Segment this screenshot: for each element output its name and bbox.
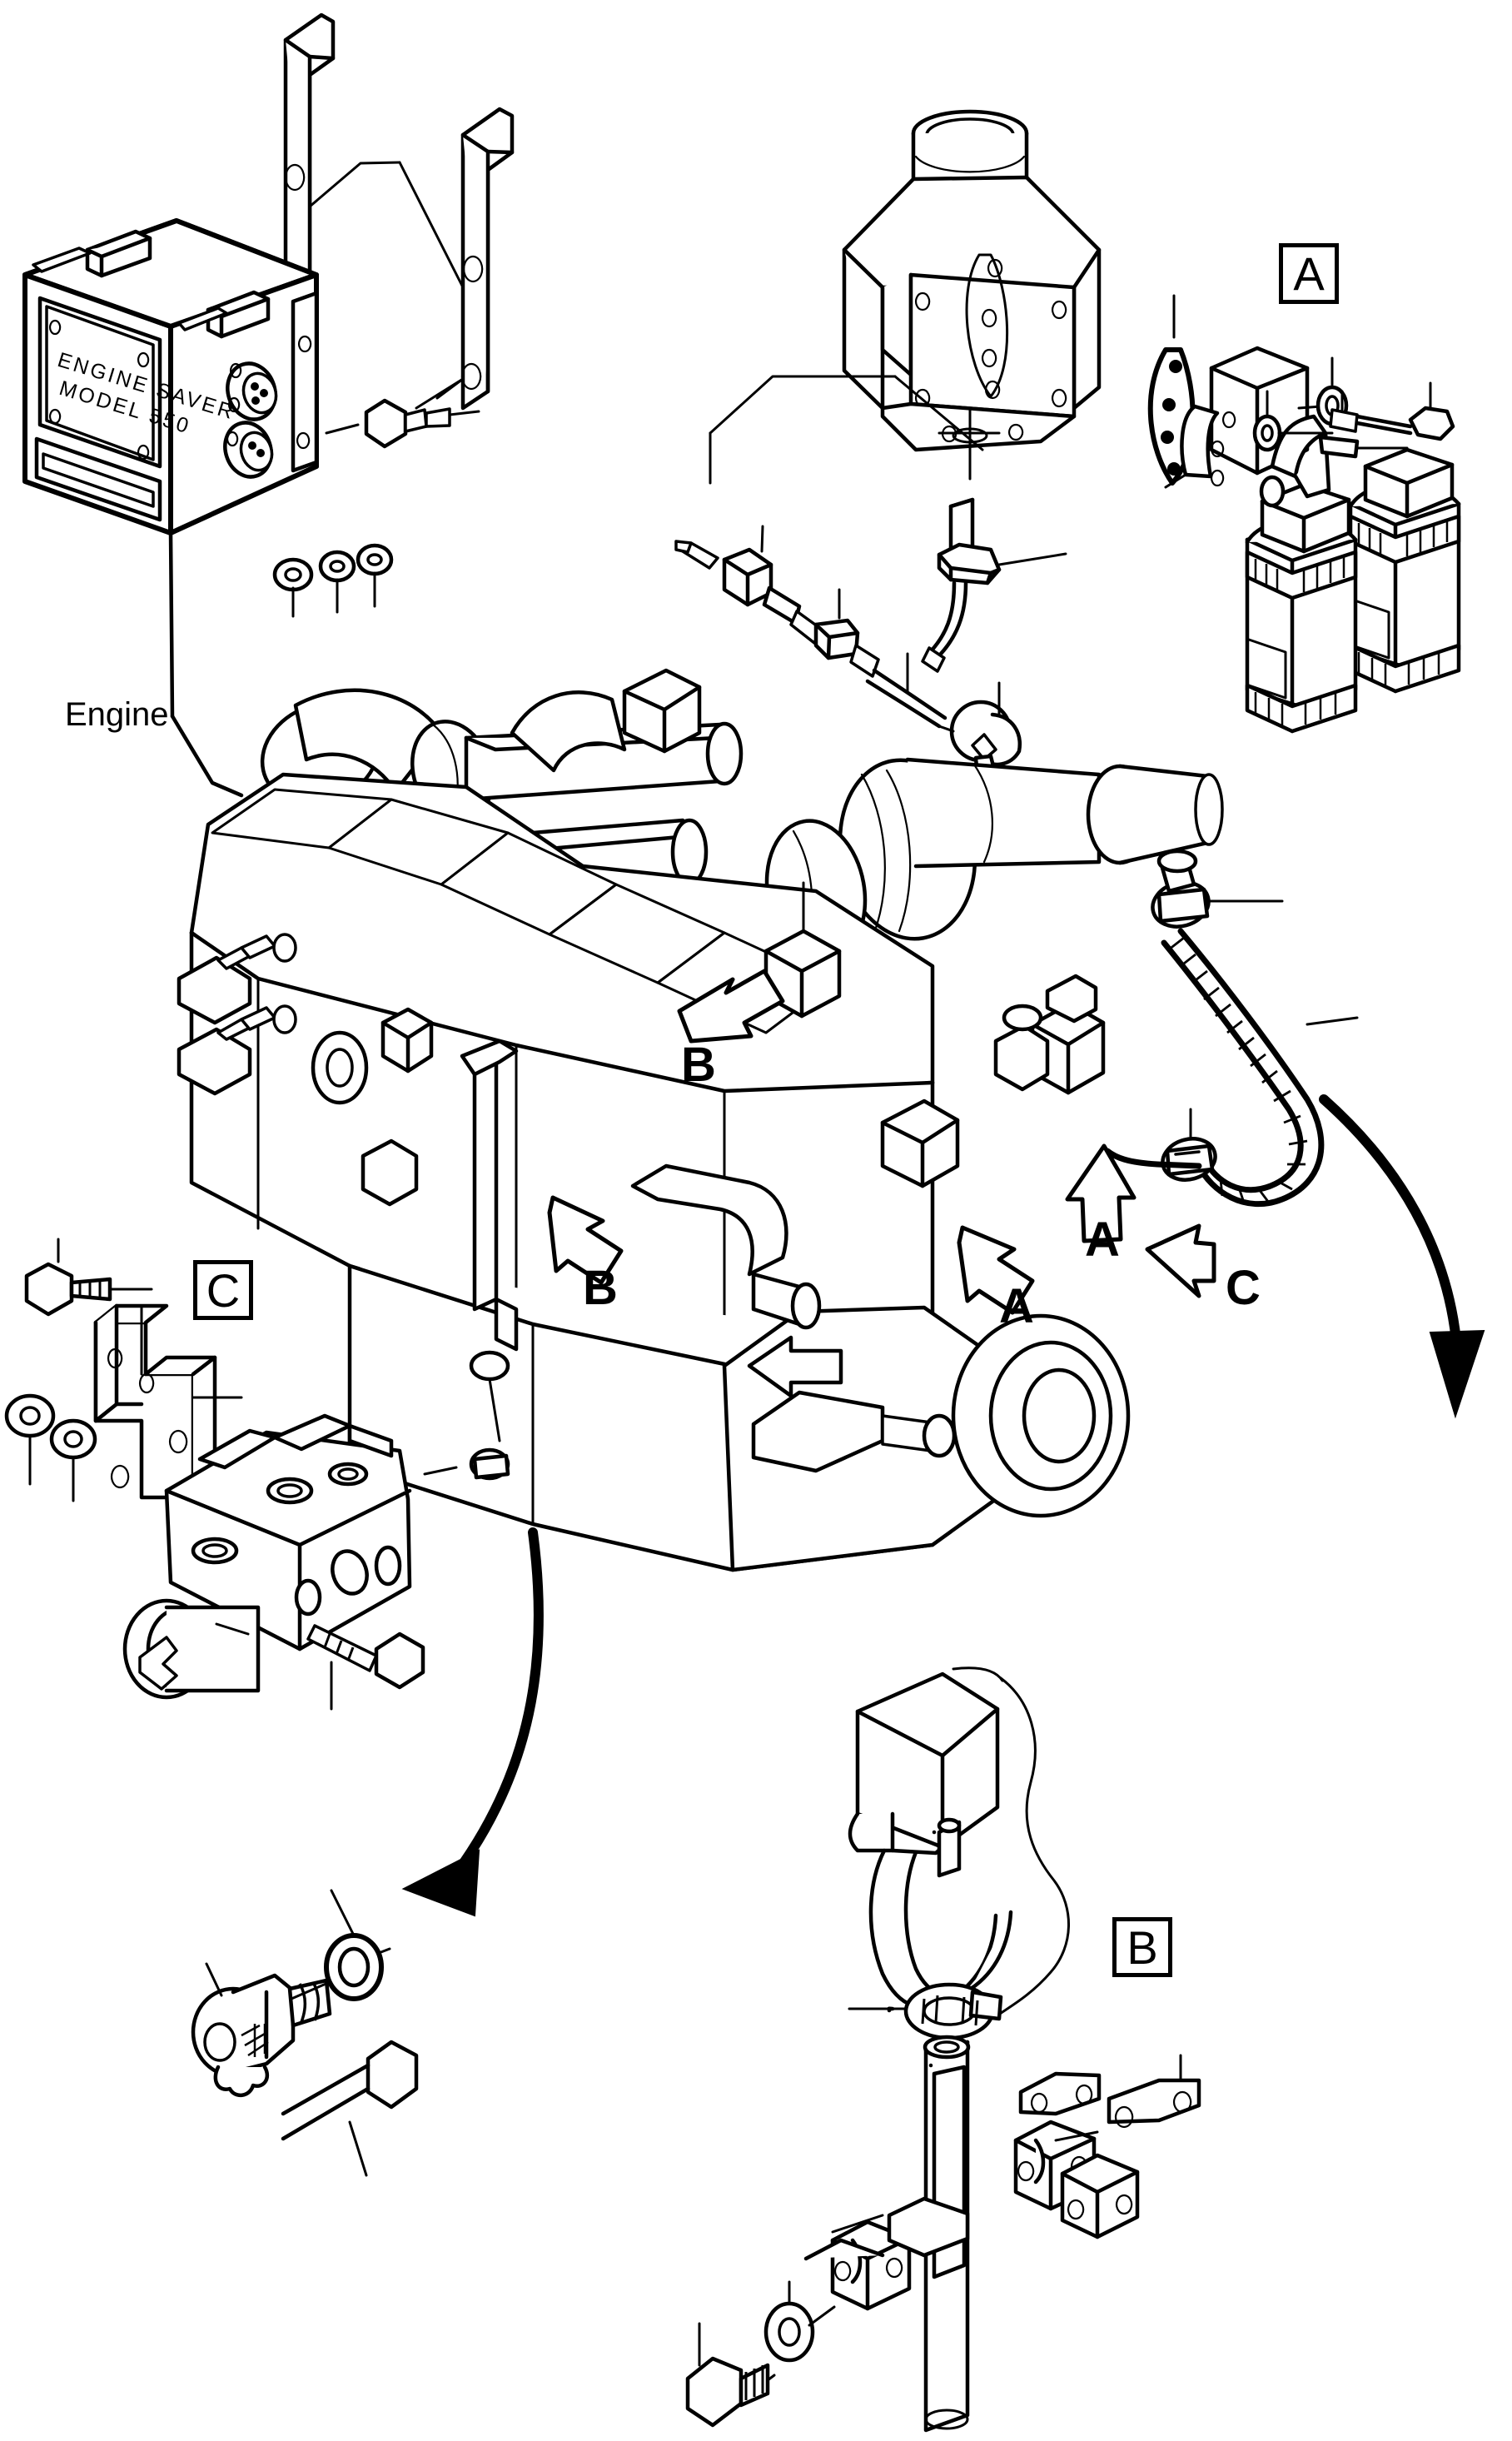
mounting-bracket-left: [283, 12, 401, 316]
section-box-c: C: [193, 1260, 253, 1320]
section-box-a: A: [1279, 243, 1339, 304]
filter-head-flange: [1164, 404, 1236, 489]
filter-canister-front: [1245, 482, 1358, 734]
filter-canister-rear: [1348, 447, 1461, 694]
section-arrow-b-upper: [677, 969, 785, 1044]
canister-support-bracket: [1252, 390, 1409, 508]
engine-leader-line: [168, 531, 244, 798]
pressure-sender-assembly: [674, 525, 823, 645]
mounting-bracket-right: [398, 107, 515, 411]
clamp-on-standpipe: [423, 1447, 510, 1481]
section-box-b: B: [1112, 1917, 1172, 1977]
section-arrow-label-a-left: A: [999, 1279, 1034, 1333]
section-arrow-b-lower: [547, 1195, 624, 1285]
control-module-engine-saver: [22, 218, 319, 536]
detail-c-assembly: [4, 1238, 425, 1711]
bracket-hardware-set: [272, 543, 394, 618]
section-arrow-a-right: [1065, 1143, 1136, 1243]
long-hex-bolt-top: [1329, 381, 1455, 441]
section-arrow-label-b-upper: B: [681, 1038, 716, 1092]
engine-assembly: [177, 668, 1224, 1572]
pipe-clamp-hardware: [685, 2054, 1201, 2428]
detail-b-bracket-plate: [1018, 2071, 1102, 2116]
section-arrow-a-left: [957, 1225, 1035, 1315]
section-arrow-label-b-lower: B: [583, 1261, 618, 1315]
sender-unit-detail: [191, 1889, 419, 2177]
solenoid-block-detail: [848, 1666, 1070, 2433]
braided-hose-assembly: [1104, 849, 1359, 1208]
reference-arrow-to-right-detail: [1319, 1094, 1485, 1419]
surge-tank-housing: [709, 109, 1102, 485]
reference-arrow-to-bottom-left-detail: [401, 1527, 544, 1917]
engine-label: Engine: [65, 696, 169, 733]
section-arrow-label-c-right: C: [1226, 1261, 1261, 1315]
module-attachment-screw: [325, 377, 480, 449]
temperature-switch-assembly: [921, 497, 1067, 673]
section-arrow-label-a-right: A: [1085, 1213, 1120, 1267]
inline-wire-connector: [813, 588, 947, 729]
section-arrow-c-right: [1145, 1223, 1216, 1298]
